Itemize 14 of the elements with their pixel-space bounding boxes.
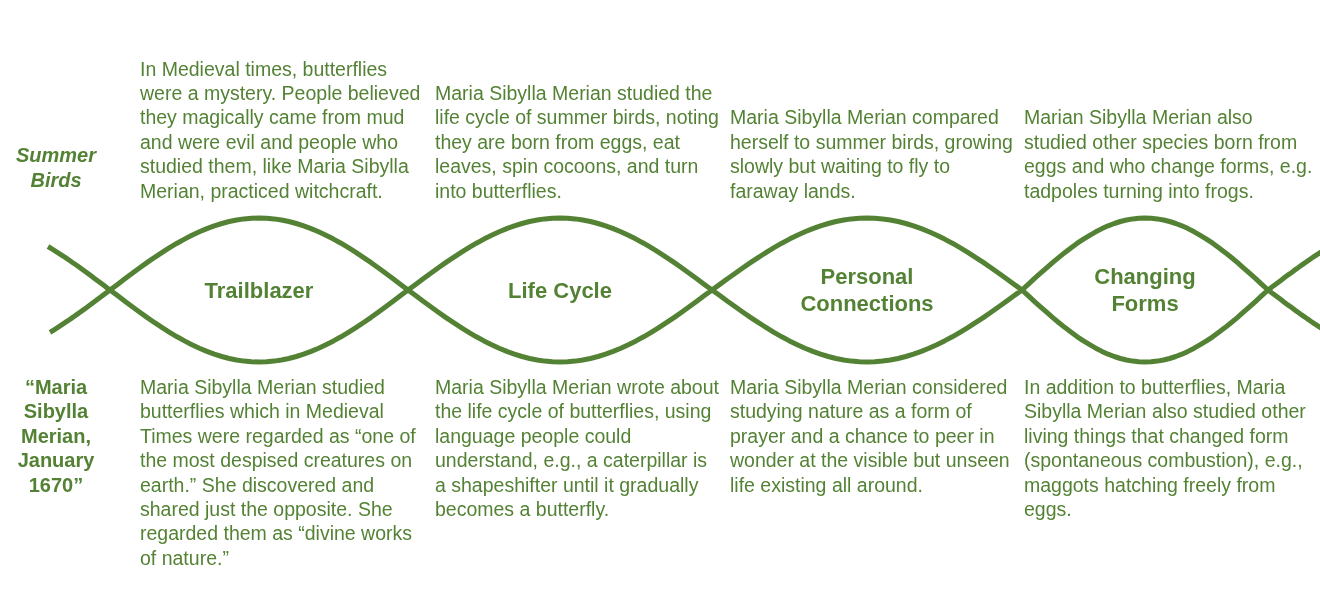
lens-title: Trailblazer <box>204 276 314 304</box>
description-text: Maria Sibylla Merian compared herself to summer birds, growing slowly but waiting to fly to faraway lands. <box>730 105 1014 203</box>
description-text: Maria Sibylla Merian wrote about the life cycle of butterflies, using language people could understand, e.g., a caterpillar is a shapeshifter until it gradually becomes a butterfly. <box>435 375 720 522</box>
description-text: Maria Sibylla Merian considered studying nature as a form of prayer and a chance to peer in wonder at the visible but unseen life existing all around. <box>730 375 1011 498</box>
description-text: Maria Sibylla Merian studied butterflies which in Medieval Times were regarded as “one of the most despised creatures on earth.” She discovered and shared just the opposite. She regarded them as “divine works of nature.” <box>140 375 417 571</box>
description-text: In addition to butterflies, Maria Sibylla Merian also studied other living things that changed form (spontaneous combustion), e.g., maggots hatching freely from eggs. <box>1024 375 1307 522</box>
side-heading: Summer Birds <box>15 143 98 192</box>
description-text: In Medieval times, butterflies were a mystery. People believed they magically came from mud and were evil and people who studied them, like Maria Sibylla Merian, practiced witchcraft. <box>140 56 422 203</box>
description-text: Maria Sibylla Merian studied the life cycle of summer birds, noting they are born from eggs, eat leaves, spin cocoons, and turn into butterflies. <box>435 80 720 203</box>
lens-title: Personal Connections <box>799 263 935 317</box>
lens-title: Life Cycle <box>508 276 612 304</box>
lens-title: Changing Forms <box>1093 263 1197 317</box>
side-heading: “Maria Sibylla Merian, January 1670” <box>16 375 96 498</box>
description-text: Marian Sibylla Merian also studied other species born from eggs and who change forms, e.g. tadpoles turning into frogs. <box>1024 105 1314 203</box>
